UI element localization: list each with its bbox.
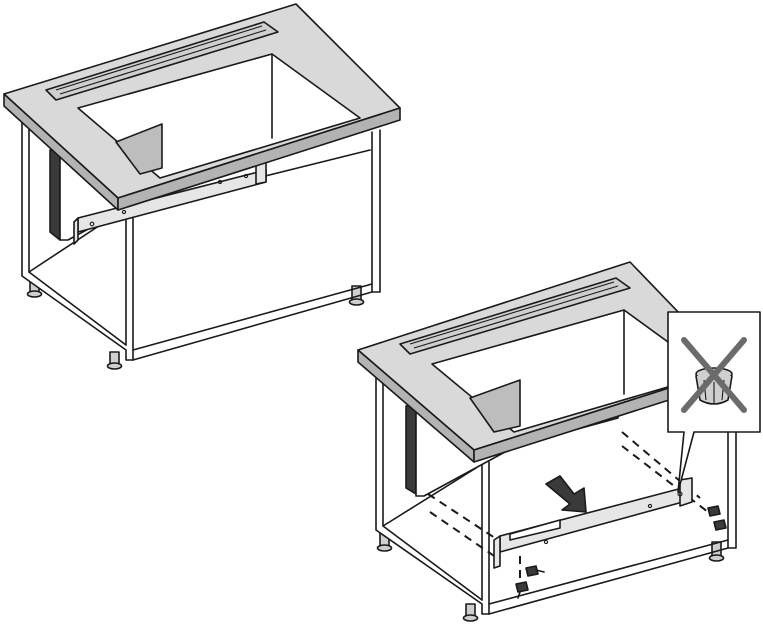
cabinet-legs bbox=[26, 277, 365, 370]
arrow-down-right-icon bbox=[545, 475, 587, 513]
crossed-out-bin-icon bbox=[681, 337, 747, 413]
cabinet-before bbox=[3, 3, 401, 370]
rear-support-rail-removed bbox=[493, 477, 693, 569]
cabinet-after bbox=[357, 261, 737, 622]
worktop bbox=[3, 3, 401, 211]
screw-icon bbox=[707, 505, 721, 517]
vent-strip-2 bbox=[399, 277, 631, 355]
screws bbox=[515, 505, 727, 599]
discard-callout bbox=[667, 311, 761, 493]
screw-icon bbox=[713, 519, 727, 531]
vent-strip bbox=[45, 21, 279, 101]
screw-icon bbox=[515, 581, 529, 599]
screw-icon bbox=[525, 565, 545, 577]
